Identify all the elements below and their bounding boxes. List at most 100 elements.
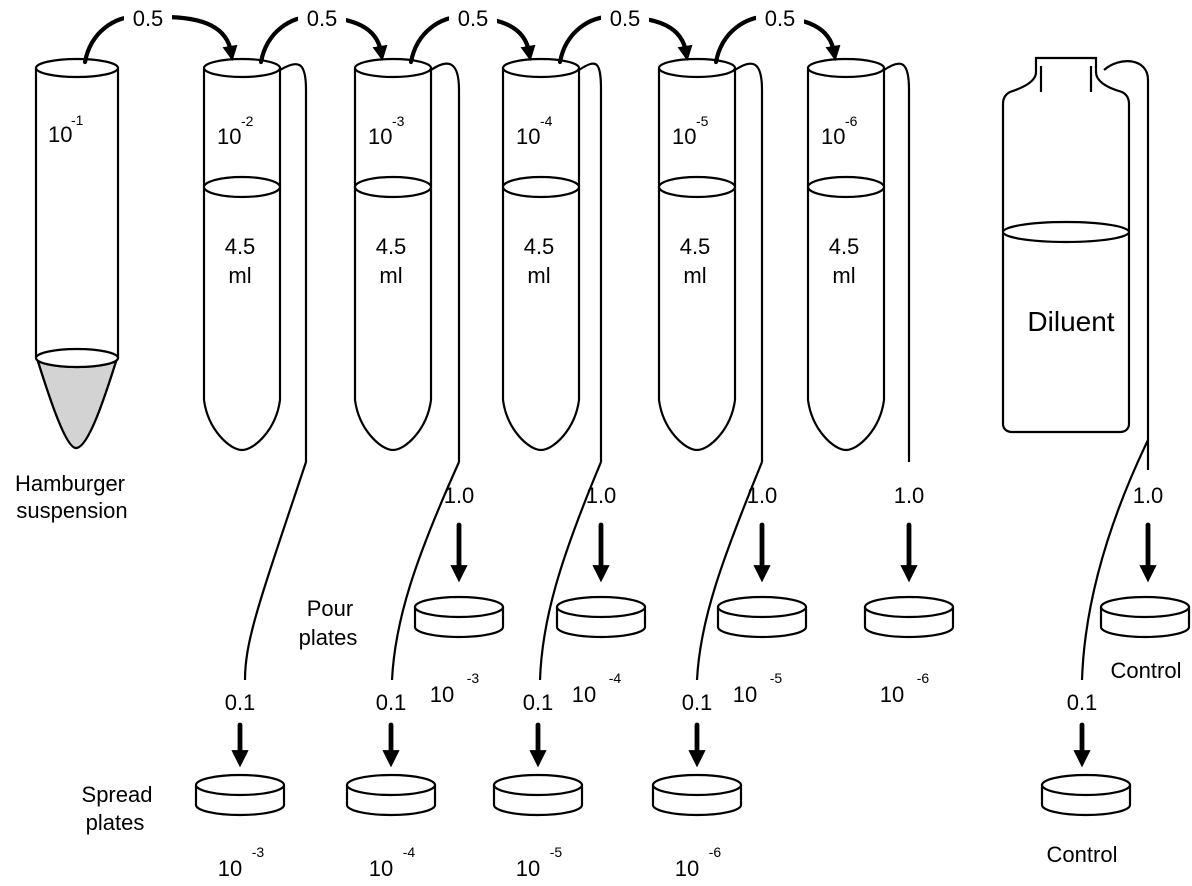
- tube-dilution-exponent: -4: [540, 113, 553, 129]
- source-sample-surface: [34, 347, 120, 369]
- diluent-label: Diluent: [1027, 306, 1114, 337]
- tube-dilution-base: 10: [516, 124, 540, 149]
- source-tube: 10 -1 Hamburger suspension: [15, 57, 128, 523]
- tube-body: [657, 68, 737, 452]
- pour-control-plate-lid: [1099, 595, 1191, 619]
- tube-volume-unit: ml: [379, 263, 402, 288]
- tube-dilution-base: 10: [368, 124, 392, 149]
- pour-plate-dilution-exponent: -5: [770, 670, 783, 686]
- tube-volume: 4.5: [225, 234, 256, 259]
- tube-volume: 4.5: [376, 234, 407, 259]
- tube-dilution-exponent: -5: [696, 113, 709, 129]
- spread-plate: [651, 773, 743, 817]
- spread-plate-dilution-exponent: -3: [252, 844, 265, 860]
- tube-dilution-exponent: -3: [392, 113, 405, 129]
- pour-plate-lid: [863, 595, 955, 619]
- spread-plate-dilution-exponent: -4: [403, 844, 416, 860]
- spread-plate-dilution-exponent: -5: [550, 844, 563, 860]
- pour-plate-dilution-base: 10: [733, 682, 757, 707]
- transfer-volume-label: 0.5: [307, 6, 338, 31]
- spread-plate-lid: [492, 773, 584, 797]
- pour-volume-label: 1.0: [894, 483, 925, 508]
- diluent-bottle-neck: [1039, 66, 1093, 92]
- transfer-label-bg: [124, 4, 172, 30]
- tube-dilution-base: 10: [672, 124, 696, 149]
- tube-dilution-base: 10: [821, 124, 845, 149]
- tube-liquid-surface: [353, 175, 433, 199]
- pour-control-volume-label: 1.0: [1133, 483, 1164, 508]
- spread-volume-label: 0.1: [523, 690, 554, 715]
- pour-control-label: Control: [1111, 658, 1182, 683]
- diluent-liquid-surface: [1001, 220, 1131, 244]
- transfer-arrow-5: 0.5: [713, 4, 841, 65]
- tube-volume-unit: ml: [527, 263, 550, 288]
- pour-plate: [716, 595, 808, 639]
- tube-dilution-exponent: -2: [241, 113, 254, 129]
- dilution-tube-1: 10-24.5ml: [202, 57, 282, 452]
- spread-delivery-line: [695, 461, 764, 681]
- pour-plate-group-2: 1.010-4: [555, 62, 647, 707]
- pour-plate: [413, 595, 505, 639]
- dilution-tube-2: 10-3 4.5 ml: [353, 57, 433, 452]
- pour-plates-label-line2: plates: [299, 625, 358, 650]
- spread-plate-dilution-base: 10: [516, 856, 540, 881]
- spread-control-label: Control: [1047, 842, 1118, 867]
- source-label-line2: suspension: [16, 498, 127, 523]
- pour-plate-lid: [716, 595, 808, 619]
- tube-volume: 4.5: [524, 234, 555, 259]
- spread-plate-dilution-base: 10: [369, 856, 393, 881]
- transfer-label-bg: [756, 4, 804, 30]
- transfer-arrow-2: 0.5: [258, 4, 388, 65]
- tube-rim: [353, 57, 433, 79]
- dilution-tubes: 10-24.5ml10-34.5ml10-44.5ml10-54.5ml10-6…: [202, 57, 886, 452]
- transfer-volume-label: 0.5: [610, 6, 641, 31]
- transfer-label-bg: [449, 4, 497, 30]
- pour-plate-dilution-base: 10: [430, 682, 454, 707]
- tube-liquid-surface: [202, 175, 282, 199]
- spread-control-plate: [1040, 773, 1132, 817]
- spread-plate-group-1: 0.110-3: [194, 63, 308, 881]
- tube-rim: [806, 57, 886, 79]
- tube-body: [501, 68, 581, 452]
- transfer-arrow-3: 0.5: [408, 4, 536, 65]
- pour-delivery-line: [883, 62, 911, 462]
- plating: 1.010-31.010-41.010-51.010-60.110-30.110…: [194, 60, 1191, 881]
- transfer-label-bg: [298, 4, 346, 30]
- tube-volume: 4.5: [829, 234, 860, 259]
- tube-dilution-exponent: -6: [845, 113, 858, 129]
- source-dilution-exponent: -1: [71, 112, 84, 128]
- spread-plate-group-2: 0.1 10 -4: [345, 461, 461, 881]
- transfer-volume-label: 0.5: [765, 6, 796, 31]
- pour-plate-group-4: 1.010-6: [863, 62, 955, 707]
- spread-plates-label-line1: Spread: [82, 782, 153, 807]
- spread-volume-label: 0.1: [376, 690, 407, 715]
- spread-plate-group-4: 0.110-6: [651, 461, 764, 881]
- dilution-tube-5: 10-64.5ml: [806, 57, 886, 452]
- pour-delivery-line: [430, 62, 461, 462]
- transfer-volume-label: 0.5: [133, 6, 164, 31]
- pour-plate-lid: [555, 595, 647, 619]
- spread-plate-lid: [651, 773, 743, 797]
- pour-delivery-line: [734, 62, 764, 462]
- spread-plate-dilution-exponent: -6: [709, 844, 722, 860]
- tube-liquid-surface: [501, 175, 581, 199]
- pour-delivery-line: [578, 62, 603, 462]
- tube-body: [806, 68, 886, 452]
- tube-body: [202, 68, 282, 452]
- transfer-label-bg: [601, 4, 649, 30]
- spread-delivery-line: [243, 63, 308, 681]
- tube-volume: 4.5: [680, 234, 711, 259]
- spread-plate-lid: [194, 773, 286, 797]
- spread-plate-group-3: 0.1 10 -5: [492, 461, 603, 881]
- tube-liquid-surface: [657, 175, 737, 199]
- diluent-bottle: Diluent: [1001, 56, 1131, 434]
- spread-delivery-line: [538, 461, 603, 681]
- pour-plates-label-line1: Pour: [307, 596, 353, 621]
- pour-control-plate: [1099, 595, 1191, 639]
- spread-plate: [492, 773, 584, 817]
- pour-plate-group-1: 1.010-3: [413, 62, 505, 707]
- source-tube-rim: [34, 57, 120, 79]
